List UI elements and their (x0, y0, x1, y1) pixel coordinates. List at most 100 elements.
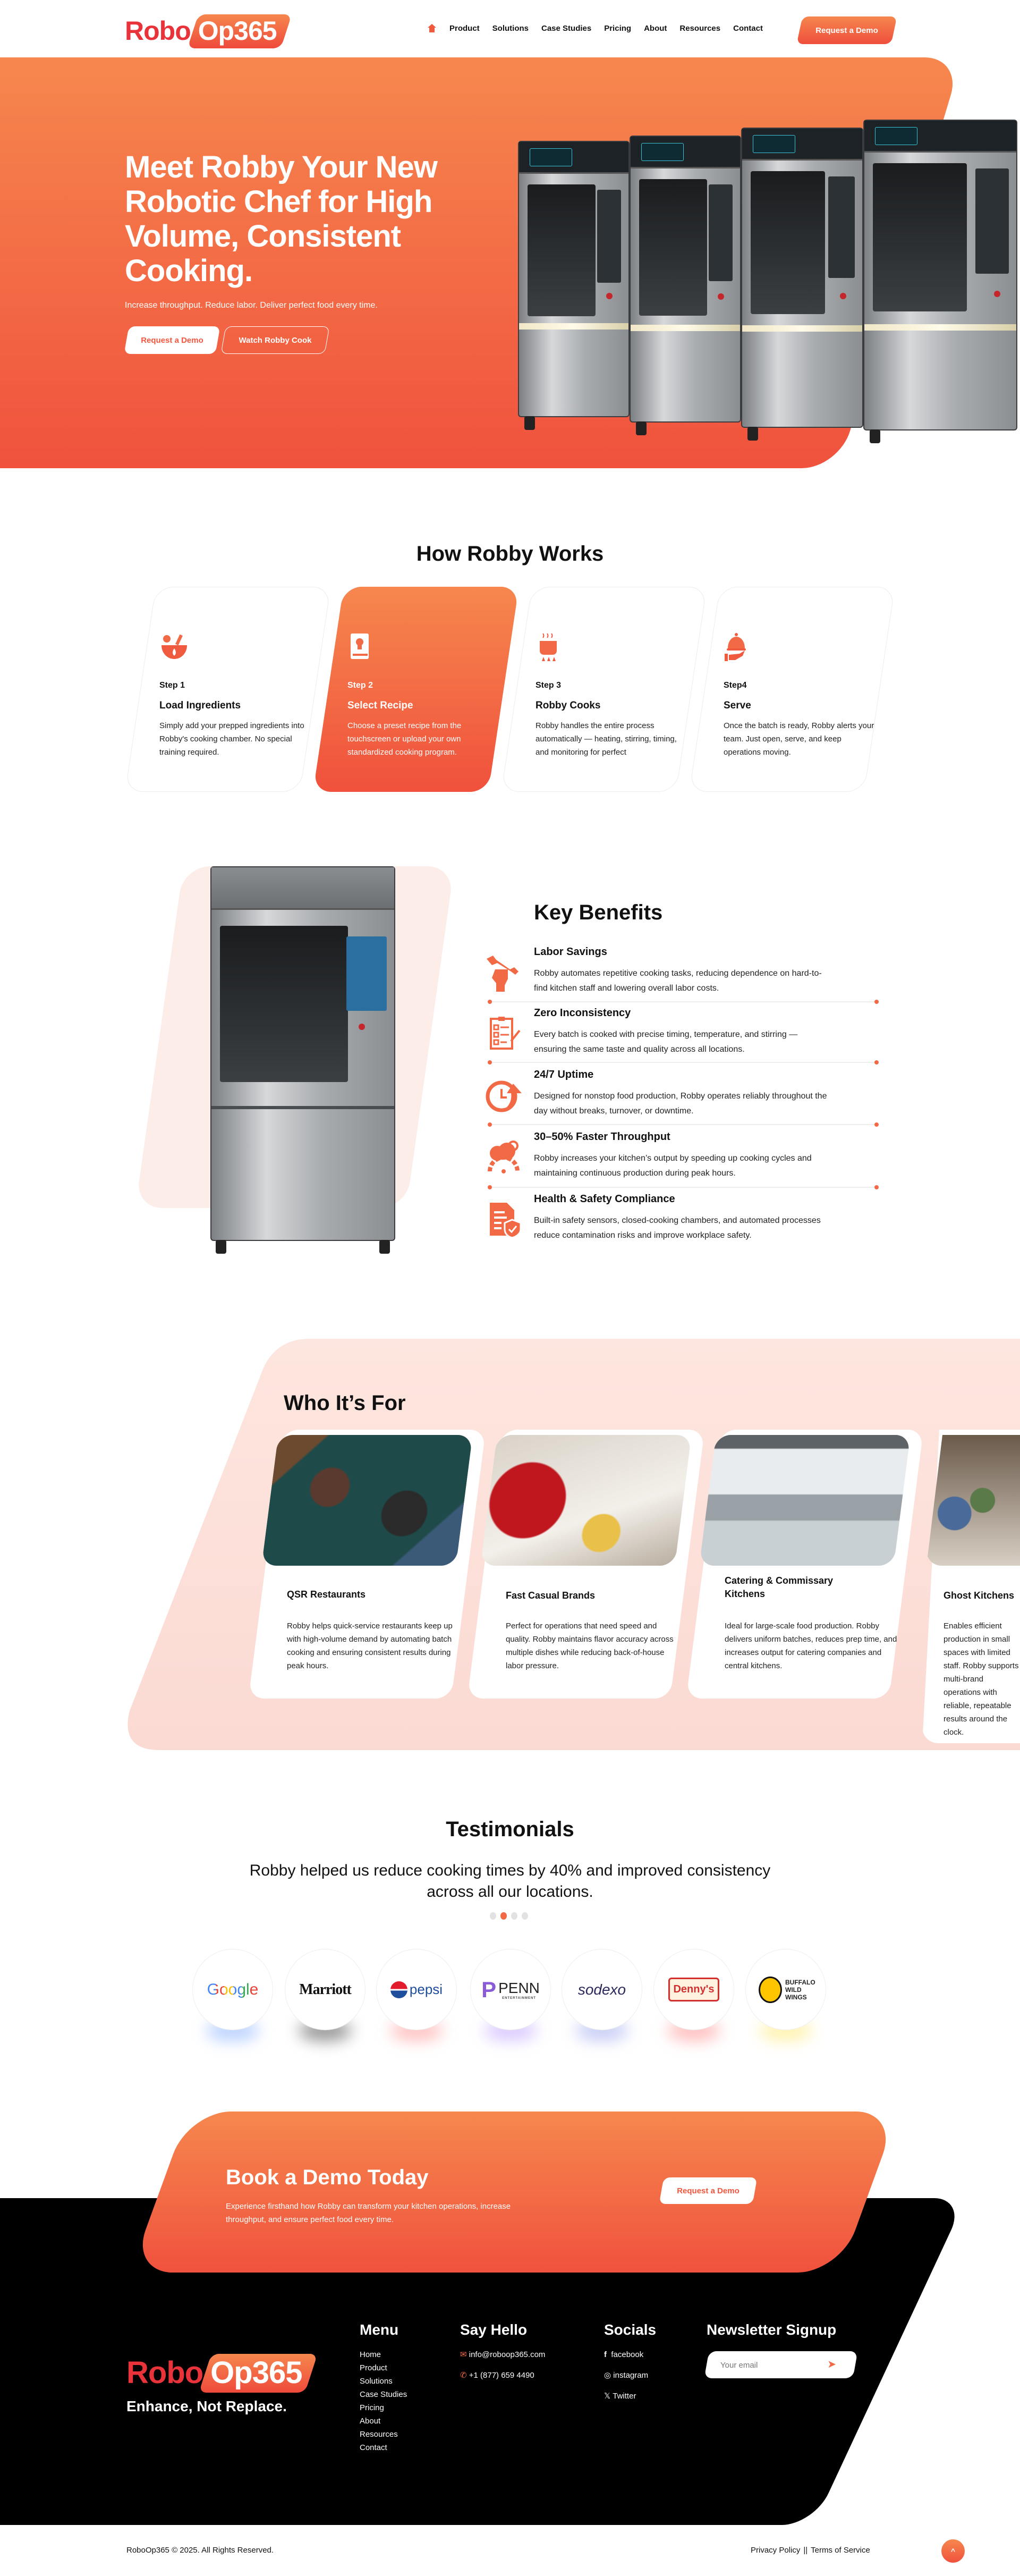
nav-pricing[interactable]: Pricing (604, 23, 632, 33)
benefit-text: Robby automates repetitive cooking tasks… (534, 969, 822, 993)
step-text: Robby handles the entire process automat… (536, 721, 677, 757)
footer-link-product[interactable]: Product (360, 2363, 387, 2372)
footer-newsletter: Newsletter Signup (707, 2321, 836, 2348)
footer-logo[interactable]: Robo Op365 (126, 2355, 312, 2390)
newsletter-email-input[interactable] (720, 2358, 827, 2372)
mail-icon: ✉ (460, 2350, 469, 2359)
logo-google: Google (192, 1949, 273, 2041)
divider (488, 1185, 879, 1189)
copyright: RoboOp365 © 2025. All Rights Reserved. (126, 2546, 274, 2555)
step-text: Choose a preset recipe from the touchscr… (347, 721, 462, 757)
footer-link-case-studies[interactable]: Case Studies (360, 2390, 407, 2399)
cta-title: Book a Demo Today (226, 2166, 429, 2189)
benefit-text: Robby increases your kitchen’s output by… (534, 1154, 812, 1178)
step-label: Step 3 (536, 681, 562, 690)
step-title: Load Ingredients (159, 700, 241, 711)
ghost-kitchens-image (926, 1435, 1020, 1566)
footer-link-contact[interactable]: Contact (360, 2443, 387, 2452)
carousel-dots (490, 1912, 528, 1920)
logo-sodexo: sodexo (562, 1949, 642, 2041)
step-label: Step4 (724, 681, 747, 690)
ingredients-bowl-icon (162, 634, 187, 659)
step-card-1: Step 1 Load Ingredients Simply add your … (125, 587, 331, 792)
cta-text: Experience firsthand how Robby can trans… (226, 2202, 511, 2224)
footer-email-link[interactable]: ✉ info@roboop365.com (460, 2350, 546, 2359)
footer-link-home[interactable]: Home (360, 2350, 381, 2359)
document-shield-icon (490, 1203, 522, 1239)
who-card-title: QSR Restaurants (287, 1589, 366, 1600)
privacy-policy-link[interactable]: Privacy Policy (751, 2546, 801, 2555)
footer-link-pricing[interactable]: Pricing (360, 2403, 384, 2412)
footer-link-about[interactable]: About (360, 2417, 381, 2426)
footer-say-hello: Say Hello ✉ info@roboop365.com ✆ +1 (877… (460, 2321, 545, 2382)
twitter-link[interactable]: 𝕏 Twitter (604, 2392, 636, 2401)
benefit-title: Health & Safety Compliance (534, 1193, 675, 1205)
x-icon: 𝕏 (604, 2392, 613, 2401)
nav-resources[interactable]: Resources (679, 23, 721, 33)
robby-machine-image (210, 866, 395, 1254)
facebook-icon: f (604, 2350, 611, 2359)
who-card-text: Robby helps quick-service restaurants ke… (287, 1621, 453, 1670)
nav-product[interactable]: Product (449, 23, 480, 33)
who-card-text: Ideal for large-scale food production. R… (725, 1621, 897, 1670)
benefit-title: 30–50% Faster Throughput (534, 1131, 670, 1143)
footer-link-solutions[interactable]: Solutions (360, 2377, 393, 2386)
who-card-qsr[interactable]: QSR Restaurants Robby helps quick-servic… (248, 1430, 486, 1699)
benefit-text: Every batch is cooked with precise timin… (534, 1030, 798, 1054)
footer-link-resources[interactable]: Resources (360, 2430, 398, 2439)
carousel-dot[interactable] (490, 1912, 496, 1920)
newsletter-form: ➤ (704, 2351, 858, 2378)
home-icon[interactable] (427, 23, 437, 33)
speed-cloud-icon (488, 1141, 520, 1173)
serving-cloche-icon (725, 633, 746, 661)
logo-text-op365: Op365 (193, 15, 286, 46)
who-card-catering[interactable]: Catering & Commissary Kitchens Ideal for… (686, 1430, 924, 1699)
facebook-link[interactable]: f facebook (604, 2350, 644, 2359)
who-card-fast-casual[interactable]: Fast Casual Brands Perfect for operation… (467, 1430, 705, 1699)
step-title: Select Recipe (347, 700, 413, 711)
nav-contact[interactable]: Contact (733, 23, 763, 33)
say-hello-title: Say Hello (460, 2321, 528, 2338)
carousel-dot-active[interactable] (500, 1912, 507, 1920)
step-text: Once the batch is ready, Robby alerts yo… (724, 721, 874, 757)
checklist-icon (490, 1017, 521, 1050)
benefits-title: Key Benefits (534, 901, 663, 924)
step-label: Step 1 (159, 681, 185, 690)
wrench-hand-icon (487, 956, 518, 992)
footer-phone-link[interactable]: ✆ +1 (877) 659 4490 (460, 2371, 534, 2380)
logo-buffalo-wild-wings: BUFFALO WILD WINGS (745, 1949, 826, 2041)
footer-menu-title: Menu (360, 2321, 399, 2338)
who-title: Who It’s For (284, 1391, 406, 1415)
watch-robby-cook-button[interactable]: Watch Robby Cook (223, 326, 327, 354)
nav-case-studies[interactable]: Case Studies (541, 23, 592, 33)
step-card-2: Step 2 Select Recipe Choose a preset rec… (313, 587, 519, 792)
instagram-link[interactable]: ◎ instagram (604, 2371, 649, 2380)
nav-about[interactable]: About (644, 23, 667, 33)
who-card-title: Catering & Commissary Kitchens (725, 1575, 834, 1599)
carousel-dot[interactable] (511, 1912, 517, 1920)
benefit-title: Labor Savings (534, 946, 607, 958)
legal-separator: || (803, 2546, 808, 2555)
terms-of-service-link[interactable]: Terms of Service (811, 2546, 870, 2555)
footer-menu: Menu Home Product Solutions Case Studies… (360, 2321, 407, 2454)
carousel-dot[interactable] (522, 1912, 528, 1920)
phone-icon: ✆ (460, 2371, 469, 2380)
cta-request-demo-button[interactable]: Request a Demo (661, 2177, 755, 2204)
recipe-book-icon (351, 634, 369, 659)
hero-request-demo-button[interactable]: Request a Demo (126, 326, 218, 354)
divider (488, 1060, 879, 1065)
benefit-title: Zero Inconsistency (534, 1007, 631, 1019)
benefit-title: 24/7 Uptime (534, 1069, 594, 1080)
who-card-title: Fast Casual Brands (506, 1590, 596, 1601)
who-card-ghost-kitchens[interactable]: Ghost Kitchens Enables efficient product… (922, 1430, 1020, 1743)
footer-tagline: Enhance, Not Replace. (126, 2398, 287, 2414)
scroll-to-top-button[interactable]: ^ (941, 2539, 965, 2563)
divider (488, 1122, 879, 1127)
logo[interactable]: Robo Op365 (125, 16, 286, 46)
send-icon[interactable]: ➤ (827, 2359, 836, 2370)
logo-marriott: Marriott (285, 1949, 366, 2041)
header-request-demo-button[interactable]: Request a Demo (800, 16, 894, 44)
logo-dennys: Denny's (653, 1949, 734, 2041)
nav-solutions[interactable]: Solutions (492, 23, 529, 33)
